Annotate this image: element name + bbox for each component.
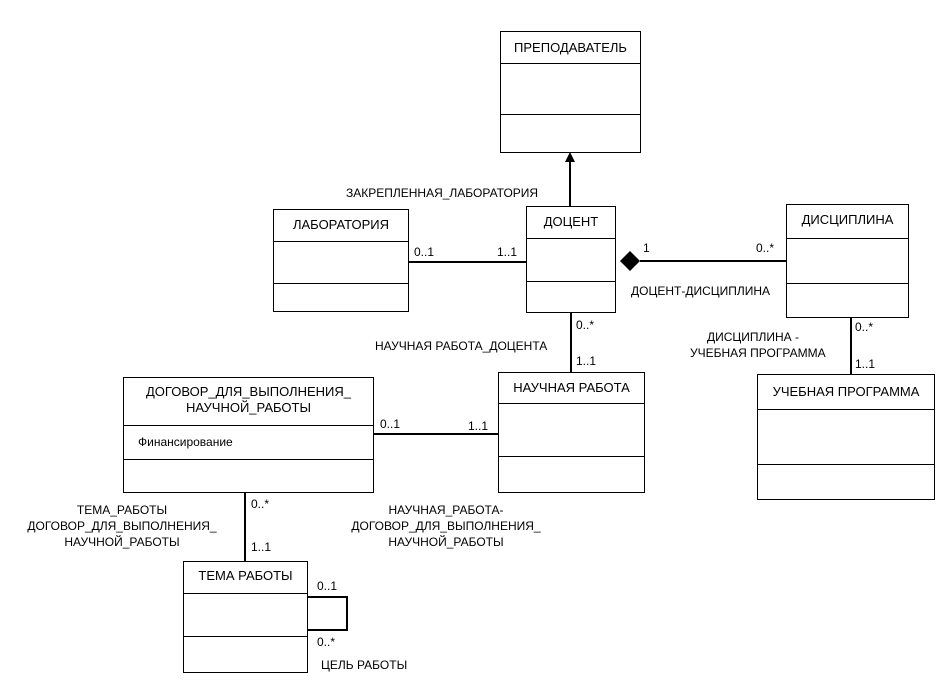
- operations-section: [787, 283, 908, 317]
- operations-section: [499, 456, 644, 492]
- attributes-section: [527, 238, 615, 281]
- label-line1: ТЕМА_РАБОТЫ: [76, 503, 168, 517]
- attributes-section: [274, 241, 408, 283]
- assoc-label-disciplina-programma: ДИСЦИПЛИНА - УЧЕБНАЯ ПРОГРАММА: [690, 329, 826, 361]
- mult-rabota-side: 1..1: [468, 419, 489, 433]
- operations-section: [124, 459, 373, 492]
- mult-self-top: 0..1: [317, 579, 338, 593]
- label-line2: ДОГОВОР_ДЛЯ_ВЫПОЛНЕНИЯ_: [351, 519, 541, 533]
- class-laboratoriya: ЛАБОРАТОРИЯ: [273, 209, 409, 312]
- class-name: ДОЦЕНТ: [543, 214, 599, 229]
- mult-dogovor-tema-bottom: 1..1: [251, 540, 272, 554]
- operations-section: [184, 636, 307, 672]
- label-line3: НАУЧНОЙ_РАБОТЫ: [388, 535, 504, 549]
- class-name: ДИСЦИПЛИНА: [801, 212, 894, 227]
- class-name: ДОГОВОР_ДЛЯ_ВЫПОЛНЕНИЯ_ НАУЧНОЙ_РАБОТЫ: [124, 378, 373, 425]
- class-docent: ДОЦЕНТ: [526, 206, 616, 313]
- label-line1: НАУЧНАЯ_РАБОТА-: [388, 503, 504, 517]
- class-name-line2: НАУЧНОЙ_РАБОТЫ: [186, 400, 311, 415]
- attributes-section: [184, 593, 307, 636]
- mult-docent-rabota-top: 0..*: [576, 318, 595, 332]
- operations-section: [274, 283, 408, 311]
- class-name: УЧЕБНАЯ ПРОГРАММА: [772, 384, 920, 399]
- operations-section: [501, 114, 640, 152]
- class-name: ТЕМА РАБОТЫ: [198, 568, 293, 583]
- label-line2: УЧЕБНАЯ ПРОГРАММА: [690, 346, 826, 360]
- self-assoc-cel-raboty: [307, 596, 348, 631]
- mult-dogovor-tema-top: 0..*: [251, 497, 270, 511]
- label-line3: НАУЧНОЙ_РАБОТЫ: [64, 535, 180, 549]
- attributes-section: [499, 403, 644, 456]
- attribute-financing: Финансирование: [138, 435, 233, 449]
- mult-self-bottom: 0..*: [317, 635, 336, 649]
- class-name: ПРЕПОДАВАТЕЛЬ: [514, 40, 627, 55]
- assoc-label-tema-dogovor: ТЕМА_РАБОТЫ ДОГОВОР_ДЛЯ_ВЫПОЛНЕНИЯ_ НАУЧ…: [2, 502, 242, 550]
- attributes-section: [758, 409, 934, 464]
- composition-diamond: [620, 251, 640, 271]
- class-tema-raboty: ТЕМА РАБОТЫ: [183, 561, 308, 673]
- assoc-label-docent-disciplina: ДОЦЕНТ-ДИСЦИПЛИНА: [631, 284, 771, 298]
- mult-docent-composition: 1: [643, 241, 650, 255]
- mult-lab-side: 0..1: [414, 245, 435, 259]
- class-name: ЛАБОРАТОРИЯ: [292, 217, 390, 232]
- operations-section: [527, 281, 615, 312]
- attributes-section: [501, 63, 640, 114]
- mult-programma-bottom: 1..1: [855, 357, 876, 371]
- class-name: НАУЧНАЯ РАБОТА: [513, 380, 630, 395]
- assoc-label-nauchnaya-rabota-docenta: НАУЧНАЯ РАБОТА_ДОЦЕНТА: [375, 339, 548, 353]
- class-dogovor: ДОГОВОР_ДЛЯ_ВЫПОЛНЕНИЯ_ НАУЧНОЙ_РАБОТЫ Ф…: [123, 377, 374, 493]
- assoc-label-cel-raboty: ЦЕЛЬ РАБОТЫ: [321, 658, 408, 672]
- attributes-section: [787, 238, 908, 283]
- class-disciplina: ДИСЦИПЛИНА: [786, 204, 909, 318]
- class-uchebnaya-programma: УЧЕБНАЯ ПРОГРАММА: [757, 374, 935, 500]
- attributes-section: Финансирование: [124, 425, 373, 459]
- mult-docent-rabota-bottom: 1..1: [576, 354, 597, 368]
- label-line2: ДОГОВОР_ДЛЯ_ВЫПОЛНЕНИЯ_: [27, 519, 217, 533]
- mult-dogovor-side: 0..1: [380, 417, 401, 431]
- assoc-label-rabota-dogovor: НАУЧНАЯ_РАБОТА- ДОГОВОР_ДЛЯ_ВЫПОЛНЕНИЯ_ …: [326, 502, 566, 550]
- generalization-arrowhead: [565, 152, 575, 162]
- class-prepodavatel: ПРЕПОДАВАТЕЛЬ: [500, 31, 641, 153]
- class-name-line1: ДОГОВОР_ДЛЯ_ВЫПОЛНЕНИЯ_: [146, 384, 351, 399]
- operations-section: [758, 464, 934, 499]
- mult-docent-side: 1..1: [497, 245, 518, 259]
- mult-disciplina-side: 0..*: [756, 241, 775, 255]
- class-nauchnaya-rabota: НАУЧНАЯ РАБОТА: [498, 372, 645, 493]
- mult-disciplina-top: 0..*: [855, 320, 874, 334]
- assoc-label-zakreplennaya: ЗАКРЕПЛЕННАЯ_ЛАБОРАТОРИЯ: [346, 186, 539, 200]
- label-line1: ДИСЦИПЛИНА -: [706, 330, 800, 344]
